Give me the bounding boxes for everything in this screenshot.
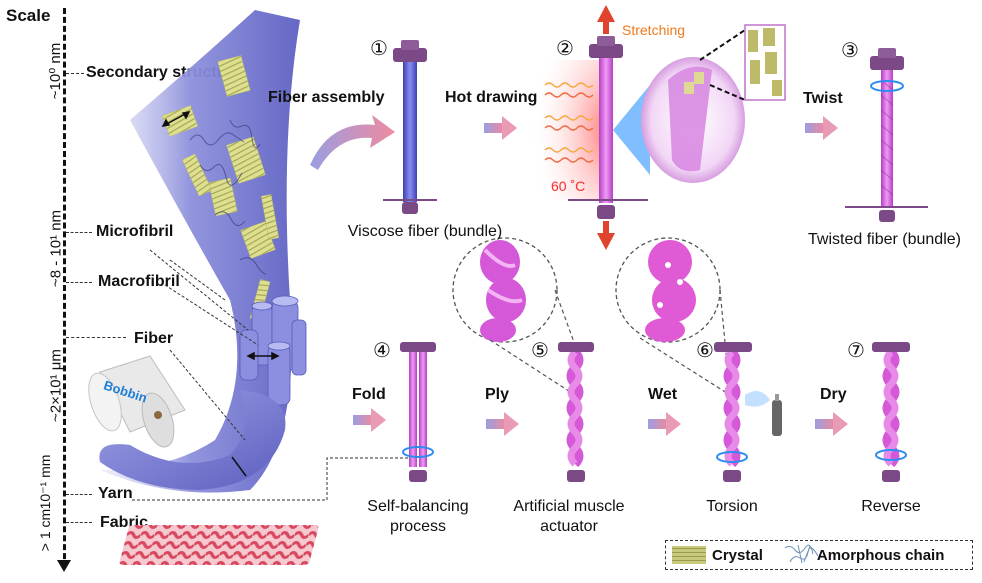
ply-zoom-image	[480, 240, 526, 342]
caption-artificial-muscle: Artificial muscle actuator	[504, 497, 634, 537]
bobbin-icon	[88, 355, 186, 448]
structure-label-macrofibril: Macrofibril	[98, 273, 180, 290]
hot-drawn-fiber	[568, 36, 648, 219]
scale-tick	[66, 522, 92, 523]
scale-tick	[66, 73, 84, 74]
caption-self-balancing: Self-balancing process	[363, 497, 473, 537]
scale-tick	[66, 232, 92, 233]
legend-box: Crystal Amorphous chain	[665, 540, 973, 570]
action-wet: Wet	[648, 386, 678, 403]
step-number-1: ①	[370, 38, 388, 60]
twist-rotation-icon	[870, 80, 904, 92]
caption-reverse: Reverse	[861, 498, 921, 515]
structure-label-fiber: Fiber	[134, 330, 174, 347]
structure-label-microfibril: Microfibril	[96, 223, 174, 240]
scale-tick	[66, 282, 92, 283]
viscose-fiber-assembly	[383, 40, 437, 214]
plied-muscle-fiber	[558, 342, 594, 482]
zoom-circle-ply	[452, 237, 558, 343]
rotation-icon	[402, 446, 434, 458]
step-number-7: ⑦	[847, 340, 865, 362]
spray-mist	[745, 391, 770, 407]
action-hot-drawing: Hot drawing	[445, 89, 538, 106]
scale-axis-line	[63, 8, 66, 568]
caption-line: actuator	[540, 518, 598, 535]
rotation-icon	[716, 451, 748, 463]
scale-tick	[66, 494, 92, 495]
reverse-fiber	[872, 342, 910, 482]
caption-line: Artificial muscle	[513, 498, 625, 515]
scale-axis-arrow-icon	[57, 560, 71, 572]
yarn-body	[99, 390, 286, 490]
step-number-2: ②	[556, 38, 574, 60]
caption-twisted-fiber: Twisted fiber (bundle)	[808, 231, 961, 248]
action-ply: Ply	[485, 386, 510, 403]
stretching-annotation: Stretching	[622, 22, 686, 38]
action-fiber-assembly: Fiber assembly	[268, 89, 385, 106]
amorphous-chain-icon	[784, 544, 819, 564]
twisted-fiber	[845, 48, 928, 222]
spray-bottle-icon	[772, 400, 782, 436]
caption-torsion: Torsion	[706, 498, 758, 515]
folded-fiber	[400, 342, 436, 482]
caption-line: Self-balancing	[367, 498, 469, 515]
action-twist: Twist	[803, 90, 843, 107]
caption-line: process	[389, 518, 447, 535]
step-number-6: ⑥	[696, 340, 714, 362]
rotation-icon	[875, 449, 907, 461]
step-number-3: ③	[841, 40, 859, 62]
structure-label-yarn: Yarn	[98, 485, 133, 502]
wet-zoom-image	[645, 240, 696, 342]
stretch-down-arrow-icon	[597, 221, 615, 250]
step-number-4: ④	[373, 340, 391, 362]
magnifier-beam	[613, 85, 650, 175]
dimension-arrow-icon	[161, 111, 191, 127]
torsion-fiber	[714, 342, 782, 482]
stretch-up-arrow-icon	[597, 5, 615, 34]
legend-amorphous-label: Amorphous chain	[816, 546, 945, 564]
temperature-annotation: 60 ˚C	[551, 178, 586, 194]
action-dry: Dry	[820, 386, 847, 403]
heat-zone	[530, 60, 610, 200]
fabric-swatch	[119, 525, 319, 565]
caption-viscose-fiber: Viscose fiber (bundle)	[347, 223, 503, 240]
action-fold: Fold	[352, 386, 386, 403]
heat-waves-icon	[544, 82, 594, 163]
scale-tick	[66, 337, 126, 338]
step-number-5: ⑤	[531, 340, 549, 362]
scale-title: Scale	[6, 6, 51, 25]
legend-crystal-label: Crystal	[712, 546, 763, 564]
crystal-swatch-icon	[672, 546, 706, 564]
fiber-assembly-arrow-icon	[310, 115, 395, 170]
